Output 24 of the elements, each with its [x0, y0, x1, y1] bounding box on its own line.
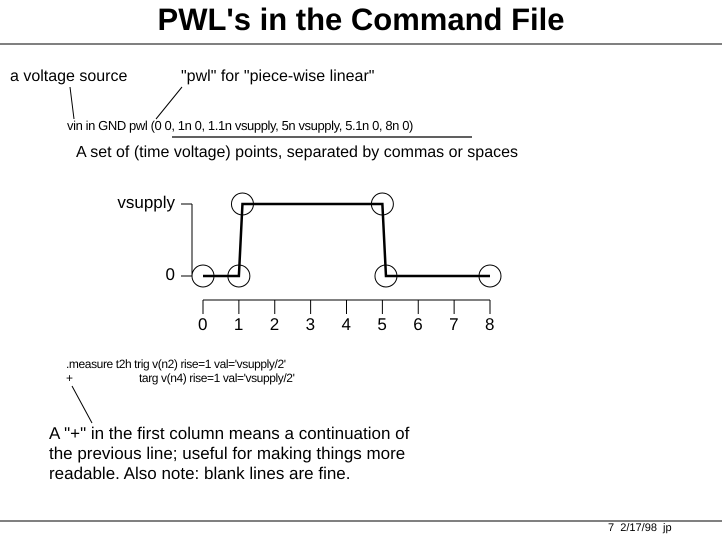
tick-label: 8: [485, 315, 494, 335]
tick-label: 4: [342, 315, 351, 335]
code-line: targ v(n4) rise=1 val='vsupply/2': [139, 371, 294, 385]
level-label: vsupply: [116, 193, 175, 213]
tick-label: 6: [413, 315, 423, 335]
leader-line: [72, 386, 92, 424]
callout-text: "pwl" for "piece-wise linear": [181, 68, 374, 86]
callout-text: a voltage source: [10, 68, 128, 86]
tick-label: 1: [234, 315, 244, 335]
tick-label: 2: [270, 315, 280, 335]
level-label: 0: [164, 265, 175, 285]
tick-label: 5: [377, 315, 387, 335]
tick-label: 3: [306, 315, 316, 335]
leader-line: [70, 86, 74, 120]
slide-title: PWL's in the Command File: [156, 2, 566, 38]
continuation-mark: +: [66, 371, 74, 385]
leader-line: [156, 86, 182, 120]
code-line: vin in GND pwl (0 0, 1n 0, 1.1n vsupply, 5n vsupply, 5.1n 0, 8n 0): [67, 118, 413, 133]
tick-label: 0: [198, 315, 208, 335]
note-text: A "+" in the first column means a continuation of the previous line; useful for making things more readable. Also note: blank lines are fine.: [49, 424, 427, 484]
tick-label: 7: [449, 315, 459, 335]
bracket-caption: A set of (time voltage) points, separated by commas or spaces: [76, 144, 518, 162]
code-line: .measure t2h trig v(n2) rise=1 val='vsupply/2': [66, 357, 286, 371]
footer-note: 7 2/17/98 jp: [608, 522, 672, 534]
